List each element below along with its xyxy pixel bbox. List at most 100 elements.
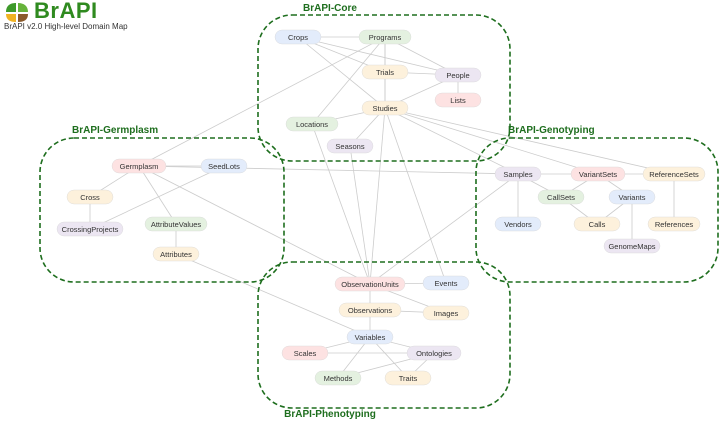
node-traits[interactable]: Traits	[384, 370, 432, 386]
node-calls-label: Calls	[589, 220, 606, 229]
node-events-bubble	[422, 275, 470, 291]
node-variantsets-bubble	[570, 166, 626, 182]
node-referencesets-label: ReferenceSets	[649, 170, 699, 179]
node-attributevalues-label: AttributeValues	[151, 220, 202, 229]
node-locations-bubble	[285, 116, 339, 132]
edge-seasons-observationunits	[349, 145, 371, 285]
edge-studies-referencesets	[384, 107, 675, 175]
node-seasons[interactable]: Seasons	[326, 138, 374, 154]
edge-attributes-variables	[175, 253, 371, 338]
node-attributes[interactable]: Attributes	[152, 246, 200, 262]
group-genotyping-border	[475, 137, 719, 283]
node-trials-label: Trials	[376, 68, 394, 77]
node-crossingprojects[interactable]: CrossingProjects	[56, 221, 124, 237]
node-germplasm[interactable]: Germplasm	[111, 158, 167, 174]
node-variables-label: Variables	[355, 333, 386, 342]
edge-programs-locations	[311, 36, 386, 125]
node-callsets-label: CallSets	[547, 193, 575, 202]
node-people[interactable]: People	[434, 67, 482, 83]
node-seedlots[interactable]: SeedLots	[200, 158, 248, 174]
node-attributevalues[interactable]: AttributeValues	[144, 216, 208, 232]
node-crops-bubble	[274, 29, 322, 45]
page-subtitle: BrAPI v2.0 High-level Domain Map	[4, 22, 128, 31]
node-programs-bubble	[358, 29, 412, 45]
brapi-logo-icon	[6, 3, 28, 22]
node-locations-label: Locations	[296, 120, 328, 129]
node-crossingprojects-label: CrossingProjects	[62, 225, 119, 234]
node-ontologies[interactable]: Ontologies	[406, 345, 462, 361]
node-genomemaps[interactable]: GenomeMaps	[603, 238, 661, 254]
node-ontologies-bubble	[406, 345, 462, 361]
node-variants-label: Variants	[619, 193, 646, 202]
group-germplasm-label: BrAPI-Germplasm	[72, 125, 158, 136]
edge-studies-observationunits	[369, 107, 386, 285]
node-variantsets[interactable]: VariantSets	[570, 166, 626, 182]
node-variants[interactable]: Variants	[608, 189, 656, 205]
node-cross[interactable]: Cross	[66, 189, 114, 205]
edge-studies-samples	[384, 107, 519, 175]
node-lists-bubble	[434, 92, 482, 108]
group-core-label: BrAPI-Core	[303, 3, 357, 14]
node-images-bubble	[422, 305, 470, 321]
node-referencesets[interactable]: ReferenceSets	[642, 166, 706, 182]
node-genomemaps-bubble	[603, 238, 661, 254]
node-germplasm-label: Germplasm	[120, 162, 159, 171]
node-programs[interactable]: Programs	[358, 29, 412, 45]
edge-locations-observationunits	[311, 123, 371, 285]
node-germplasm-bubble	[111, 158, 167, 174]
node-seedlots-label: SeedLots	[208, 162, 240, 171]
node-events[interactable]: Events	[422, 275, 470, 291]
edge-germplasm-samples	[138, 165, 519, 175]
node-trials[interactable]: Trials	[361, 64, 409, 80]
node-studies[interactable]: Studies	[361, 100, 409, 116]
node-cross-label: Cross	[80, 193, 100, 202]
node-references-label: References	[655, 220, 694, 229]
node-variables[interactable]: Variables	[346, 329, 394, 345]
node-cross-bubble	[66, 189, 114, 205]
node-observationunits[interactable]: ObservationUnits	[334, 276, 406, 292]
node-methods[interactable]: Methods	[314, 370, 362, 386]
node-calls-bubble	[573, 216, 621, 232]
node-attributevalues-bubble	[144, 216, 208, 232]
node-seasons-bubble	[326, 138, 374, 154]
node-crossingprojects-bubble	[56, 221, 124, 237]
node-images-label: Images	[434, 309, 459, 318]
node-callsets[interactable]: CallSets	[537, 189, 585, 205]
node-ontologies-label: Ontologies	[416, 349, 452, 358]
node-images[interactable]: Images	[422, 305, 470, 321]
node-methods-bubble	[314, 370, 362, 386]
node-traits-bubble	[384, 370, 432, 386]
node-trials-bubble	[361, 64, 409, 80]
node-samples[interactable]: Samples	[494, 166, 542, 182]
node-observationunits-label: ObservationUnits	[341, 280, 399, 289]
node-references[interactable]: References	[647, 216, 701, 232]
node-variables-bubble	[346, 329, 394, 345]
node-traits-label: Traits	[399, 374, 418, 383]
node-calls[interactable]: Calls	[573, 216, 621, 232]
node-programs-label: Programs	[369, 33, 402, 42]
node-attributes-label: Attributes	[160, 250, 192, 259]
node-lists-label: Lists	[450, 96, 466, 105]
node-scales[interactable]: Scales	[281, 345, 329, 361]
node-methods-label: Methods	[324, 374, 353, 383]
node-genomemaps-label: GenomeMaps	[608, 242, 655, 251]
node-samples-bubble	[494, 166, 542, 182]
node-crops-label: Crops	[288, 33, 308, 42]
node-observations-label: Observations	[348, 306, 392, 315]
edge-samples-observationunits	[369, 173, 519, 285]
node-references-bubble	[647, 216, 701, 232]
node-crops[interactable]: Crops	[274, 29, 322, 45]
node-vendors[interactable]: Vendors	[494, 216, 542, 232]
brapi-logo: BrAPI	[4, 0, 97, 29]
node-scales-bubble	[281, 345, 329, 361]
node-people-label: People	[446, 71, 469, 80]
edge-germplasm-observationunits	[138, 165, 371, 285]
edge-crops-people	[297, 36, 459, 76]
node-observationunits-bubble	[334, 276, 406, 292]
node-lists[interactable]: Lists	[434, 92, 482, 108]
node-observations[interactable]: Observations	[338, 302, 402, 318]
node-locations[interactable]: Locations	[285, 116, 339, 132]
edge-studies-variantsets	[384, 107, 599, 175]
